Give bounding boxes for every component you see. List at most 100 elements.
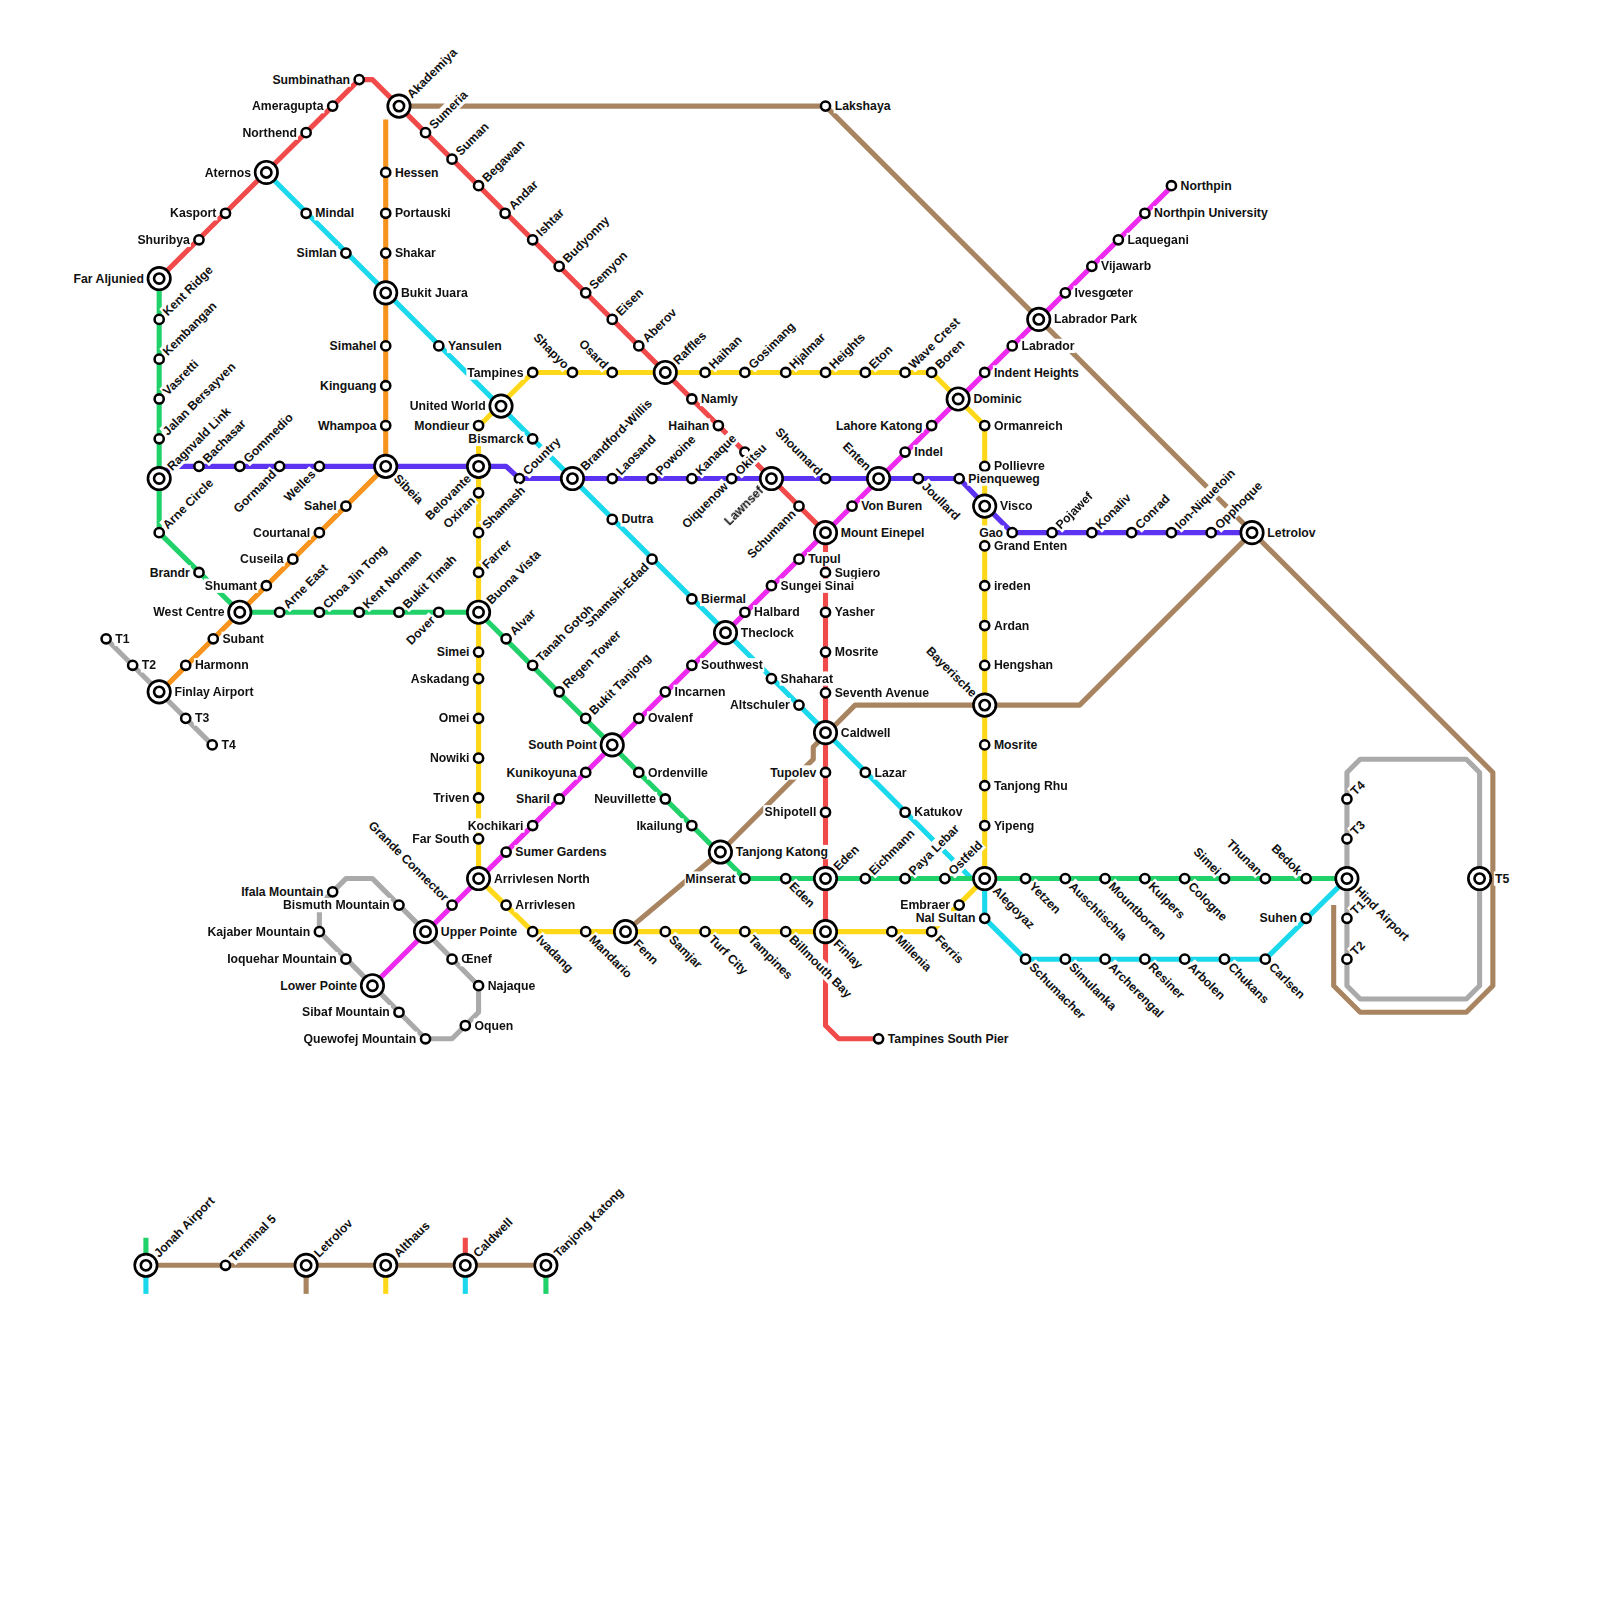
interchange-core — [154, 687, 164, 697]
interchange-symbol — [490, 395, 512, 417]
interchange-ring — [973, 867, 995, 889]
station-dot — [447, 901, 456, 910]
interchange-core — [541, 1260, 551, 1270]
station-dot — [821, 368, 830, 377]
station-dot — [381, 168, 390, 177]
interchange-core — [660, 367, 670, 377]
station-label: Sumeria — [426, 87, 472, 133]
station-dot — [474, 421, 483, 430]
station-dot — [194, 462, 203, 471]
interchange-ring — [760, 467, 782, 489]
station-label: Letrolov — [310, 1215, 356, 1261]
station-dot — [794, 502, 803, 511]
station-dot — [194, 235, 203, 244]
interchange-ring — [973, 495, 995, 517]
station-label: Ivadang — [533, 932, 577, 976]
station-label: Harmonn — [194, 658, 250, 672]
station-dot — [874, 1034, 883, 1043]
station-label: Portauski — [394, 206, 452, 220]
station-dot — [821, 102, 830, 111]
station-dot — [1021, 955, 1030, 964]
station-label: Brandr — [149, 565, 191, 579]
station-dot — [501, 209, 510, 218]
interchange-ring — [229, 601, 251, 623]
station-dot — [474, 981, 483, 990]
station-dot — [608, 315, 617, 324]
station-dot — [927, 927, 936, 936]
station-dot — [1140, 209, 1149, 218]
interchange-symbol — [148, 681, 170, 703]
station-dot — [980, 462, 989, 471]
interchange-ring — [467, 601, 489, 623]
station-dot — [821, 474, 830, 483]
station-dot — [794, 701, 803, 710]
interchange-core — [420, 927, 430, 937]
station-label: Kanaque — [692, 430, 740, 478]
station-dot — [980, 421, 989, 430]
station-label: Labrador Park — [1053, 312, 1138, 326]
station-label: Cuseila — [239, 552, 285, 566]
station-label: T1 — [114, 632, 130, 646]
interchange-symbol — [601, 734, 623, 756]
station-label: Oiquenow — [678, 479, 731, 532]
station-dot — [661, 687, 670, 696]
station-label: Shamshi-Edad — [580, 559, 652, 631]
station-dot — [421, 1034, 430, 1043]
station-dot — [980, 661, 989, 670]
station-label: Vijawarb — [1100, 259, 1152, 273]
interchange-symbol — [148, 267, 170, 289]
station-dot — [980, 781, 989, 790]
station-dot — [515, 474, 524, 483]
interchange-ring — [467, 867, 489, 889]
station-dot — [1021, 874, 1030, 883]
station-label: Tampines South Pier — [887, 1032, 1010, 1046]
interchange-symbol — [561, 467, 583, 489]
station-dot — [568, 368, 577, 377]
interchange-symbol — [814, 867, 836, 889]
station-dot — [1167, 181, 1176, 190]
station-dot — [634, 768, 643, 777]
station-dot — [581, 768, 590, 777]
interchange-symbol — [255, 161, 277, 183]
station-label: Courtanal — [252, 526, 311, 540]
station-dot — [581, 288, 590, 297]
station-label: United World — [409, 399, 487, 413]
station-dot — [235, 462, 244, 471]
station-dot — [687, 394, 696, 403]
station-label: Far Aljunied — [73, 271, 145, 285]
station-dot — [1087, 262, 1096, 271]
station-label: Pienqueweg — [967, 471, 1040, 485]
station-label: Hessen — [394, 165, 440, 179]
station-dot — [980, 581, 989, 590]
interchange-core — [820, 728, 830, 738]
station-label: Sumbinathan — [271, 72, 351, 86]
station-dot — [1087, 528, 1096, 537]
station-dot — [461, 1021, 470, 1030]
station-dot — [1127, 528, 1136, 537]
station-dot — [821, 568, 830, 577]
station-dot — [315, 462, 324, 471]
station-label: Dover — [403, 612, 439, 648]
station-label: Shamash — [479, 483, 529, 533]
station-dot — [955, 474, 964, 483]
interchange-symbol — [467, 455, 489, 477]
station-dot — [381, 209, 390, 218]
station-label: Lower Pointe — [279, 979, 358, 993]
station-dot — [1047, 528, 1056, 537]
station-dot — [528, 821, 537, 830]
station-dot — [980, 821, 989, 830]
station-label: Althaus — [390, 1218, 433, 1261]
station-label: Kunikoyuna — [505, 765, 577, 779]
station-dot — [1101, 955, 1110, 964]
station-dot — [861, 368, 870, 377]
station-dot — [275, 608, 284, 617]
station-label: Simei — [1190, 844, 1225, 879]
interchange-ring — [148, 267, 170, 289]
interchange-ring — [374, 282, 396, 304]
station-dot — [221, 1261, 230, 1270]
station-label: Oquen — [473, 1018, 514, 1032]
interchange-core — [473, 873, 483, 883]
interchange-core — [1247, 528, 1257, 538]
